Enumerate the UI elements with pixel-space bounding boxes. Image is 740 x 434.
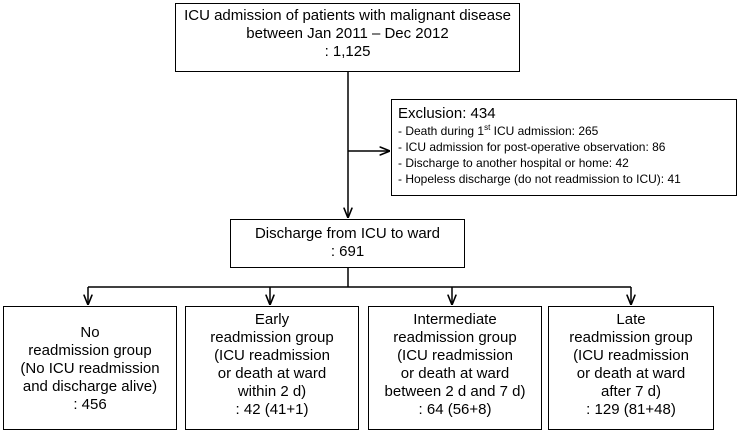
exclusion-item-discharge: - Discharge to another hospital or home:… — [398, 156, 629, 170]
group-line: (No ICU readmission — [20, 360, 160, 377]
group-line: readmission group — [393, 329, 517, 346]
intermediate-readmission-group-box: Intermediate readmission group (ICU read… — [368, 306, 542, 430]
icu-admission-box: ICU admission of patients with malignant… — [175, 3, 520, 72]
discharge-title: Discharge from ICU to ward — [254, 225, 441, 242]
group-line: or death at ward — [400, 365, 510, 382]
group-line: after 7 d) — [600, 383, 662, 400]
late-readmission-group-box: Late readmission group (ICU readmission … — [548, 306, 714, 430]
group-line: or death at ward — [576, 365, 686, 382]
group-count: : 64 (56+8) — [418, 401, 492, 418]
icu-admission-line-2: between Jan 2011 – Dec 2012 — [246, 25, 449, 42]
exclusion-item-postop: - ICU admission for post-operative obser… — [398, 140, 666, 154]
group-line: Early — [254, 311, 290, 328]
group-line: or death at ward — [217, 365, 327, 382]
discharge-count: : 691 — [330, 243, 365, 260]
group-count: : 42 (41+1) — [235, 401, 309, 418]
group-line: No — [80, 324, 100, 341]
group-line: readmission group — [569, 329, 693, 346]
exclusion-item-death-pre: - Death during 1 — [398, 124, 485, 138]
group-line: readmission group — [28, 342, 152, 359]
icu-admission-count: : 1,125 — [324, 43, 371, 60]
group-line: Intermediate — [413, 311, 497, 328]
group-line: (ICU readmission — [214, 347, 330, 364]
exclusion-item-death-post: ICU admission: 265 — [490, 124, 599, 138]
icu-admission-line-1: ICU admission of patients with malignant… — [184, 7, 511, 24]
group-count: : 129 (81+48) — [586, 401, 676, 418]
no-readmission-group-box: No readmission group (No ICU readmission… — [3, 306, 177, 430]
group-line: within 2 d) — [237, 383, 307, 400]
group-count: : 456 — [73, 396, 107, 413]
group-line: between 2 d and 7 d) — [384, 383, 526, 400]
group-line: readmission group — [210, 329, 334, 346]
exclusion-title: Exclusion: 434 — [398, 105, 496, 122]
group-line: and discharge alive) — [22, 378, 158, 395]
exclusion-box: Exclusion: 434 - Death during 1st ICU ad… — [391, 99, 737, 196]
discharge-box: Discharge from ICU to ward : 691 — [230, 219, 465, 268]
group-line: (ICU readmission — [397, 347, 513, 364]
group-line: (ICU readmission — [573, 347, 689, 364]
exclusion-item-hopeless: - Hopeless discharge (do not readmission… — [398, 172, 681, 186]
exclusion-item-death-sup: st — [484, 123, 491, 132]
early-readmission-group-box: Early readmission group (ICU readmission… — [185, 306, 359, 430]
group-line: Late — [616, 311, 646, 328]
exclusion-item-death: - Death during 1st ICU admission: 265 — [398, 123, 736, 139]
